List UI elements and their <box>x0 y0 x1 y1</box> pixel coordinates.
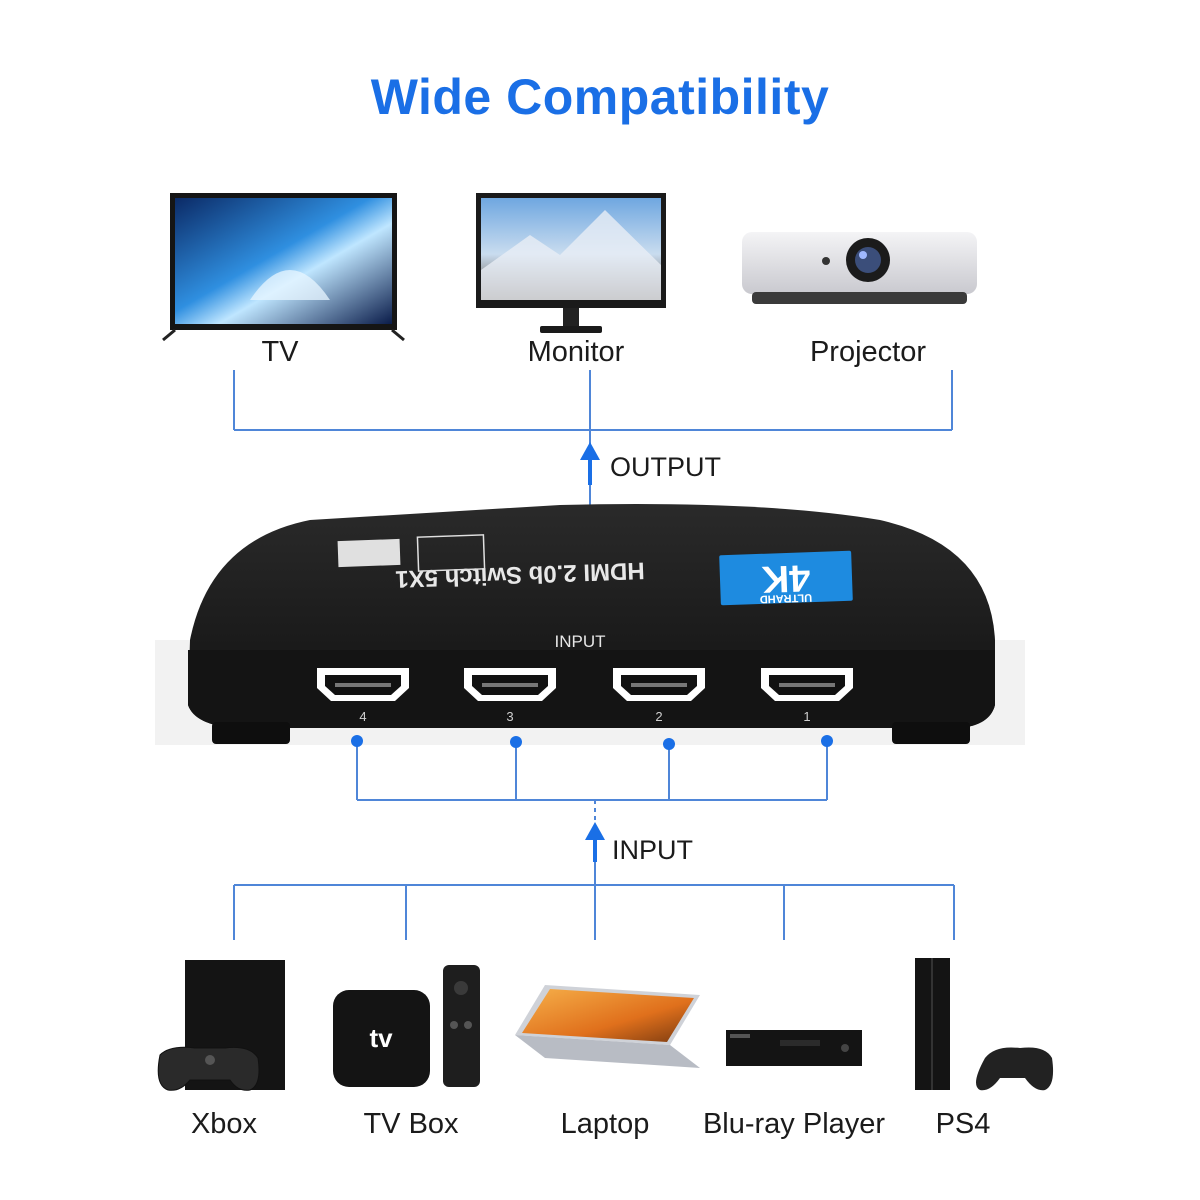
hdmi-port-number: 2 <box>655 709 662 724</box>
output-label-projector: Projector <box>809 336 927 368</box>
tv-box-icon: tv <box>333 965 480 1087</box>
hdmi-port-number: 4 <box>359 709 366 724</box>
projector-icon <box>742 232 977 304</box>
badge-4k: 4K <box>760 556 811 600</box>
input-label-laptop: Laptop <box>560 1108 650 1140</box>
badge-ultrahd: ULTRAHD <box>760 591 813 605</box>
output-label-monitor: Monitor <box>527 336 625 368</box>
svg-text:tv: tv <box>369 1023 393 1053</box>
hdmi-port-number: 1 <box>803 709 810 724</box>
input-label-tv-box: TV Box <box>363 1108 459 1140</box>
input-label-xbox: Xbox <box>190 1108 258 1140</box>
monitor-icon <box>476 193 666 333</box>
input-label-ps4: PS4 <box>935 1108 991 1140</box>
input-arrow-icon <box>585 822 605 862</box>
input-flow-label: INPUT <box>612 835 693 865</box>
hdmi-port-2: 2 <box>613 668 705 724</box>
input-dots <box>351 735 833 750</box>
hdmi-port-3: 3 <box>464 668 556 724</box>
hdmi-ports: 4 3 2 1 <box>317 668 853 724</box>
page-title: Wide Compatibility <box>370 69 830 125</box>
hdmi-port-number: 3 <box>506 709 513 724</box>
input-connectors <box>233 742 955 940</box>
xbox-icon <box>157 960 285 1091</box>
laptop-icon <box>515 985 700 1068</box>
output-label-tv: TV <box>261 336 299 368</box>
bluray-player-icon <box>726 1030 862 1066</box>
output-arrow-icon <box>580 442 600 485</box>
hdmi-port-4: 4 <box>317 668 409 724</box>
ps4-icon <box>915 958 1054 1091</box>
output-connectors <box>233 370 953 508</box>
hdmi-port-1: 1 <box>761 668 853 724</box>
panel-input-label: INPUT <box>555 632 606 651</box>
output-flow-label: OUTPUT <box>610 452 721 482</box>
tv-icon <box>162 193 405 342</box>
input-label-bluray-player: Blu-ray Player <box>702 1108 886 1140</box>
